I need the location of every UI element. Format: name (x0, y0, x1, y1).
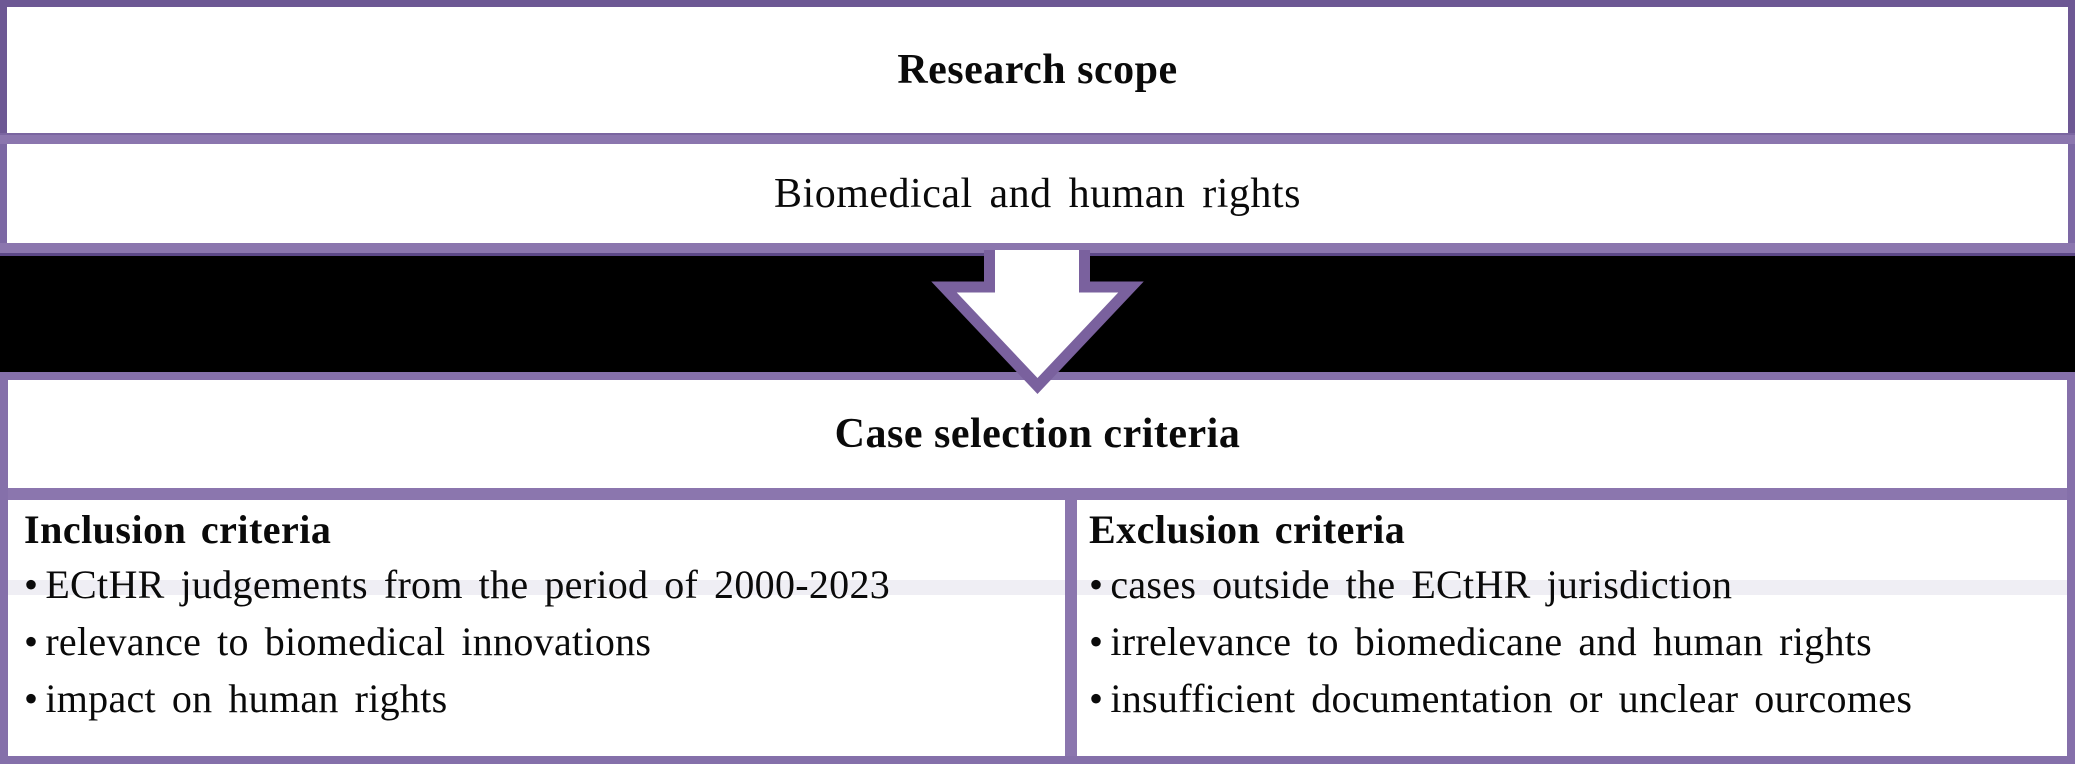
exclusion-heading: Exclusion criteria (1089, 507, 1406, 552)
exclusion-item-text: irrelevance to biomedicane and human rig… (1110, 619, 1873, 664)
list-item: •cases outside the ECtHR jurisdiction (1089, 556, 2057, 613)
exclusion-item-text: cases outside the ECtHR jurisdiction (1110, 562, 1733, 607)
inclusion-heading: Inclusion criteria (24, 507, 332, 552)
row-highlight-stripe (8, 580, 2067, 595)
criteria-column-divider (1065, 500, 1077, 756)
list-item: •ECtHR judgements from the period of 200… (24, 556, 1055, 613)
criteria-header-divider (8, 488, 2067, 500)
scope-value-text: Biomedical and human rights (774, 170, 1301, 217)
list-item: •irrelevance to biomedicane and human ri… (1089, 613, 2057, 670)
exclusion-item-text: insufficient documentation or unclear ou… (1110, 676, 1913, 721)
bullet-icon: • (24, 562, 39, 607)
down-arrow-icon (931, 250, 1144, 395)
bullet-icon: • (24, 676, 39, 721)
research-scope-title: Research scope (897, 47, 1178, 93)
research-scope-box: Research scope (0, 0, 2075, 133)
inclusion-item-text: impact on human rights (45, 676, 448, 721)
scope-value-box: Biomedical and human rights (0, 144, 2075, 243)
inclusion-item-text: relevance to biomedical innovations (45, 619, 652, 664)
bullet-icon: • (24, 619, 39, 664)
bullet-icon: • (1089, 676, 1104, 721)
list-item: •insufficient documentation or unclear o… (1089, 670, 2057, 727)
case-selection-box: Case selection criteria Inclusion criter… (0, 372, 2075, 764)
inclusion-panel: Inclusion criteria •ECtHR judgements fro… (8, 500, 1065, 756)
inclusion-item-text: ECtHR judgements from the period of 2000… (45, 562, 891, 607)
criteria-columns: Inclusion criteria •ECtHR judgements fro… (8, 500, 2067, 756)
bullet-icon: • (1089, 619, 1104, 664)
bullet-icon: • (1089, 562, 1104, 607)
list-item: •impact on human rights (24, 670, 1055, 727)
divider-research-scope (0, 133, 2075, 144)
case-selection-title: Case selection criteria (834, 411, 1241, 457)
exclusion-panel: Exclusion criteria •cases outside the EC… (1077, 500, 2067, 756)
list-item: •relevance to biomedical innovations (24, 613, 1055, 670)
